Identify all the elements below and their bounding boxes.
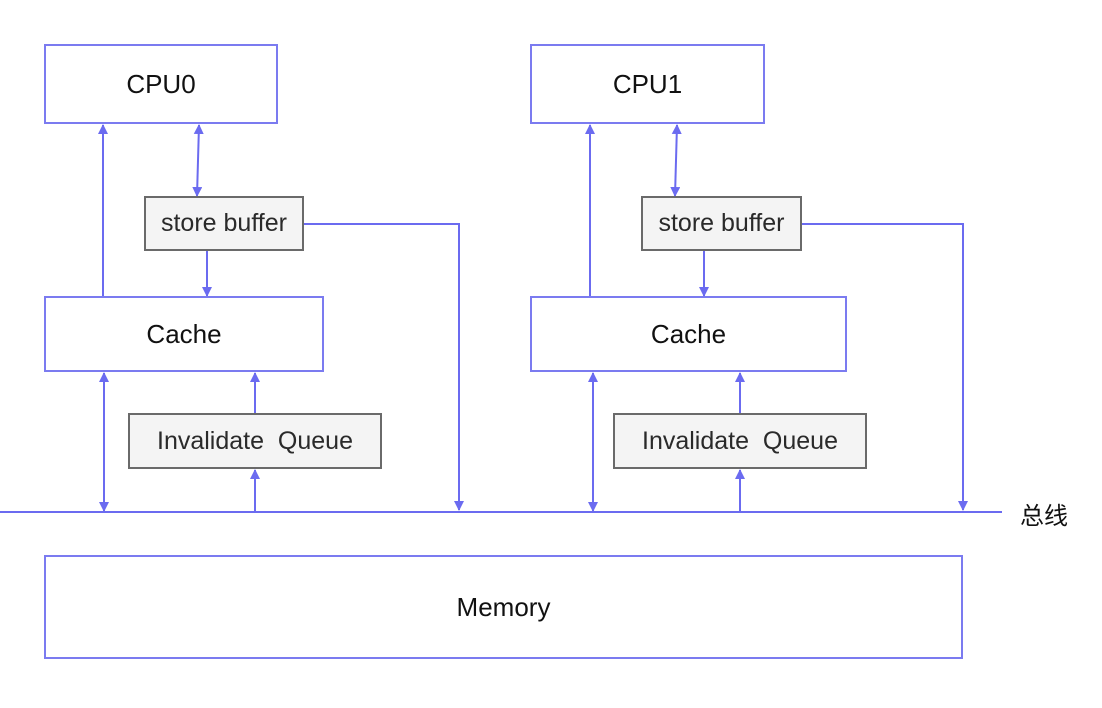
cpu1-label: CPU1	[612, 68, 683, 99]
cpu1-cache-box: Cache	[530, 296, 847, 372]
cpu0-box: CPU0	[44, 44, 278, 124]
cpu0-store-buffer-label: store buffer	[160, 209, 287, 237]
bus-label: 总线	[1020, 502, 1068, 530]
storebuffer0-to-bus-arrow	[303, 223, 464, 511]
cpu1-store-buffer-label: store buffer	[658, 209, 785, 237]
cpu0-label: CPU0	[126, 68, 196, 99]
cpu1-storebuffer-arrow	[670, 124, 682, 197]
cpu0-cache-box: Cache	[44, 296, 324, 372]
cpu0-store-buffer: store buffer	[144, 196, 304, 251]
cpu1-cache-label: Cache	[650, 318, 727, 349]
cpu0-cache-label: Cache	[146, 318, 222, 349]
cpu0-invalidate-queue: Invalidate Queue	[128, 413, 382, 469]
memory-label: Memory	[456, 591, 551, 622]
cpu1-invalidate-queue-label: Invalidate Queue	[642, 426, 838, 455]
storebuffer1-to-bus-arrow	[801, 223, 968, 511]
cpu1-invalidate-queue: Invalidate Queue	[613, 413, 867, 469]
memory-box: Memory	[44, 555, 963, 659]
cpu1-store-buffer: store buffer	[641, 196, 802, 251]
cpu1-box: CPU1	[530, 44, 765, 124]
cpu0-storebuffer-arrow	[192, 124, 204, 197]
cpu0-invalidate-queue-label: Invalidate Queue	[157, 426, 353, 455]
